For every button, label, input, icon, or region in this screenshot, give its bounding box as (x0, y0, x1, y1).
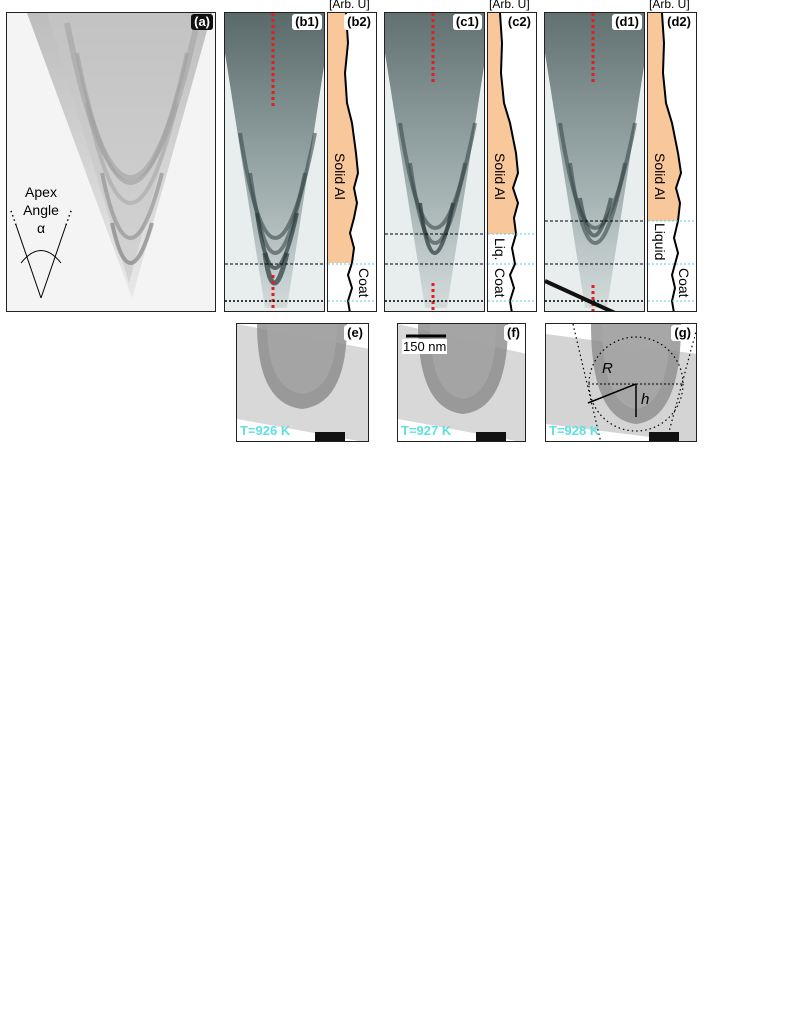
c2-coat-label: Coat (492, 268, 508, 298)
radius-label: R (602, 360, 613, 377)
panel-c1-image (385, 13, 484, 311)
panel-b1: (b1) (224, 12, 325, 312)
panel-b2: (b2) Solid Al Coat (327, 12, 377, 312)
panel-e: (e) T=926 K (236, 323, 369, 442)
panel-f-tag: (f) (504, 325, 523, 341)
panel-g: (g) R h T=928 K (545, 323, 697, 442)
panel-c2-profile (488, 13, 536, 311)
panel-b2-tag: (b2) (344, 14, 374, 30)
panel-d1-image (545, 13, 644, 311)
panel-f: (f) 150 nm T=927 K (397, 323, 526, 442)
panel-d2-profile (648, 13, 696, 311)
alpha-symbol: α (36, 220, 46, 236)
panel-d2-tag: (d2) (664, 14, 694, 30)
apex-label-line2: Angle (23, 202, 59, 218)
panel-a-tag: (a) (191, 14, 213, 30)
panel-c1: (c1) (384, 12, 485, 312)
panel-d1: (d1) (544, 12, 645, 312)
d2-liquid-label: Liquid (652, 223, 668, 261)
panel-e-temperature: T=926 K (240, 423, 291, 438)
panel-d2-unit: [Arb. U] (649, 0, 690, 11)
b2-coat-label: Coat (356, 268, 372, 298)
height-label: h (641, 391, 650, 408)
panel-b2-profile (328, 13, 376, 311)
apex-label: Apex Angle α (21, 183, 61, 237)
panel-a: (a) Apex Angle α (6, 12, 216, 312)
panel-c2-unit: [Arb. U] (489, 0, 530, 11)
panel-b2-unit: [Arb. U] (329, 0, 370, 11)
panel-b1-tag: (b1) (292, 14, 322, 30)
c2-solid-label: Solid Al (492, 153, 508, 200)
panel-f-temperature: T=927 K (401, 423, 452, 438)
panel-c2-tag: (c2) (504, 14, 534, 30)
c2-liquid-label: Liq. (492, 238, 508, 261)
panel-g-tag: (g) (671, 325, 694, 341)
panel-e-tag: (e) (344, 325, 366, 341)
apex-label-line1: Apex (25, 184, 57, 200)
panel-b1-image (225, 13, 324, 311)
d2-coat-label: Coat (676, 268, 692, 298)
panel-c2: (c2) Solid Al Liq. Coat (487, 12, 537, 312)
panel-c1-tag: (c1) (452, 14, 482, 30)
d2-solid-label: Solid Al (652, 153, 668, 200)
panel-a-image (7, 13, 215, 311)
b2-solid-label: Solid Al (332, 153, 348, 200)
panel-d1-tag: (d1) (612, 14, 642, 30)
panel-g-image (546, 324, 696, 441)
panel-d2: (d2) Solid Al Liquid Coat (647, 12, 697, 312)
panel-e-image (237, 324, 368, 441)
scalebar-label: 150 nm (402, 339, 448, 354)
panel-g-temperature: T=928 K (549, 423, 600, 438)
